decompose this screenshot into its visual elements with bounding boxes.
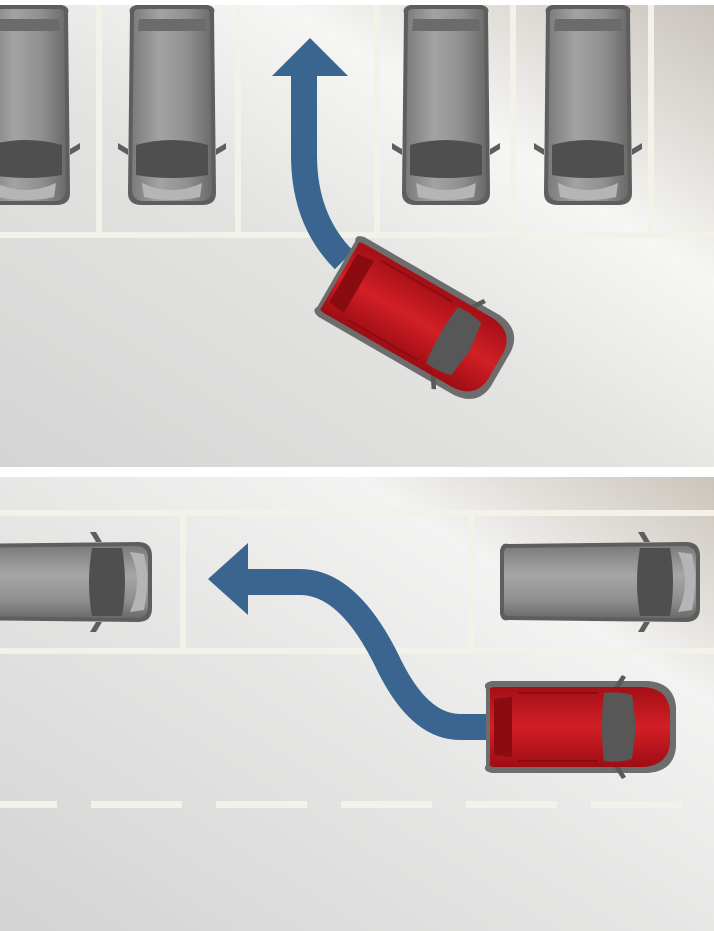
parking-bay-lines <box>0 5 714 238</box>
parked-car <box>500 532 700 632</box>
ego-car <box>483 674 677 780</box>
lane-marking-dashed <box>0 801 682 808</box>
parallel-scene-drawing <box>0 477 714 931</box>
perpendicular-scene <box>0 5 714 467</box>
parked-car <box>392 5 500 205</box>
parked-car <box>0 532 152 632</box>
exit-path-arrow <box>208 543 490 740</box>
parked-car <box>534 5 642 205</box>
parked-car <box>0 5 80 205</box>
parking-space-lines <box>0 510 714 654</box>
parallel-scene <box>0 477 714 931</box>
parked-car <box>118 5 226 205</box>
exit-path-arrow <box>272 38 354 270</box>
perpendicular-scene-drawing <box>0 5 714 467</box>
